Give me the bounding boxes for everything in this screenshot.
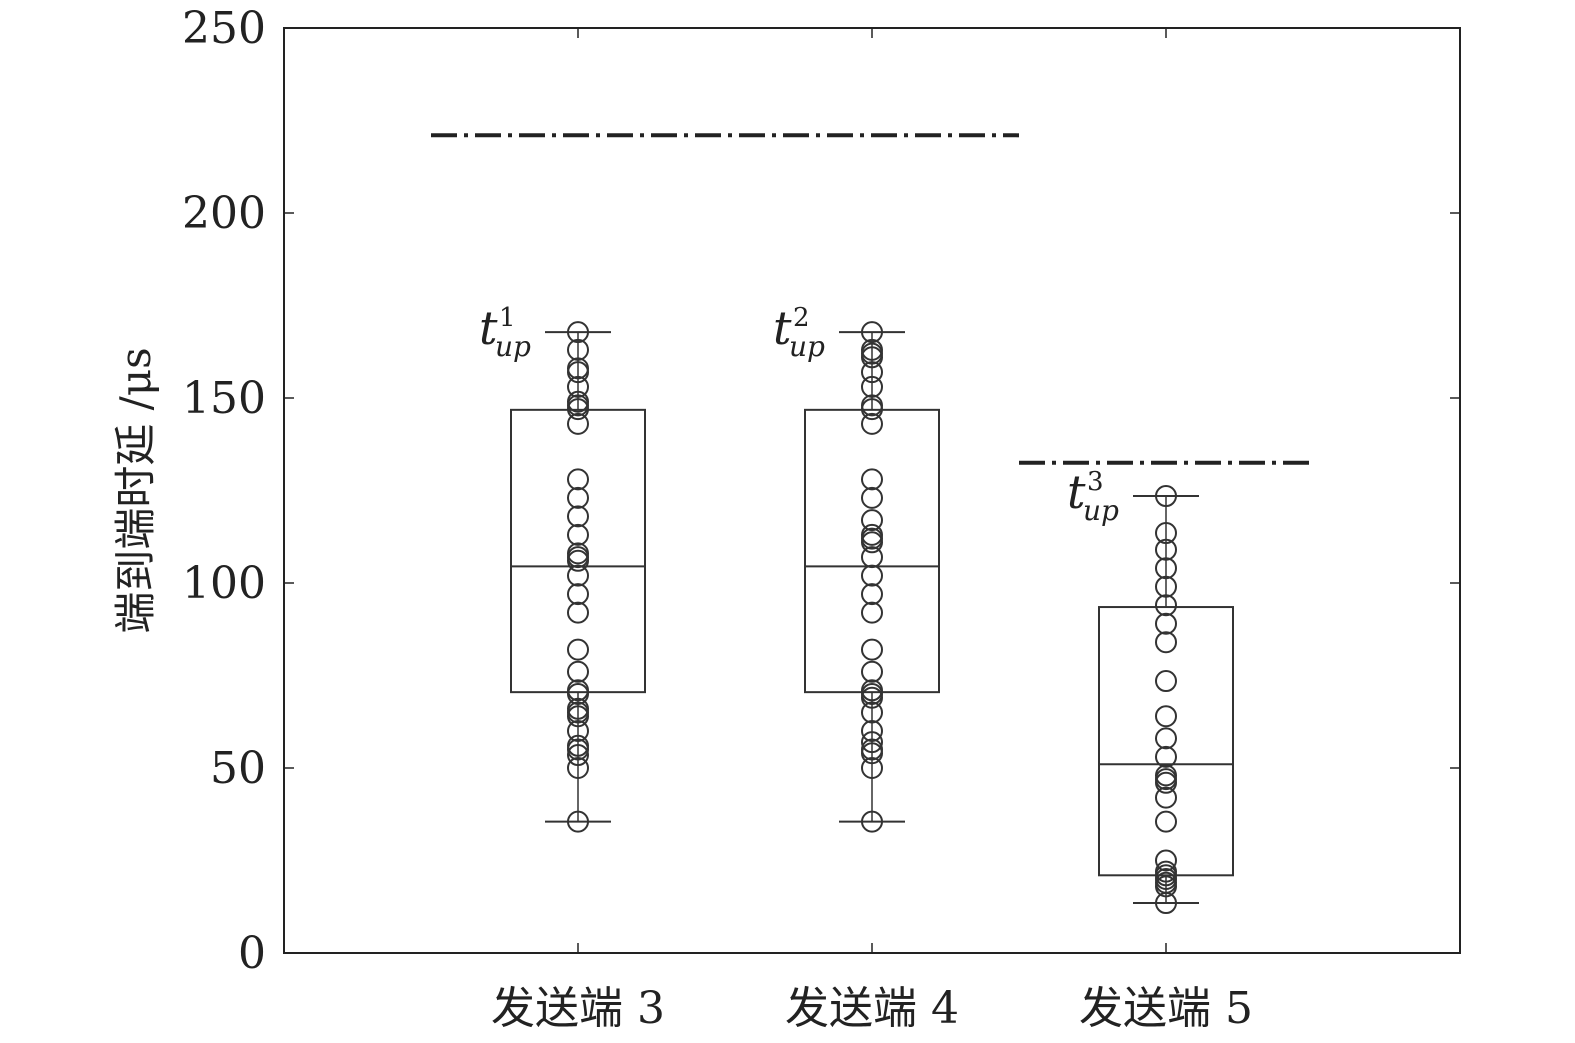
- data-point: [567, 638, 589, 661]
- data-point: [567, 601, 589, 624]
- data-point: [861, 810, 883, 833]
- data-point: [861, 546, 883, 569]
- reference-lines: [431, 133, 1313, 465]
- data-point: [861, 720, 883, 742]
- y-tick-label: 100: [182, 558, 266, 609]
- data-point: [861, 486, 883, 509]
- y-tick-label: 0: [238, 928, 266, 979]
- data-point: [567, 757, 589, 779]
- data-point: [567, 357, 589, 380]
- x-category-label: 发送端 5: [1079, 983, 1253, 1034]
- annotation-superscript: 3: [1087, 467, 1104, 497]
- y-tick-label: 250: [182, 3, 266, 54]
- data-point: [1155, 786, 1177, 809]
- axes-layer: 0 50 100 150 200 250 发送端 3 发送端 4 发送端 5 端到端时延 /μs: [111, 3, 1461, 1034]
- data-point: [861, 638, 883, 661]
- data-point: [861, 601, 883, 624]
- data-point: [861, 660, 883, 683]
- data-point: [567, 486, 589, 509]
- data-point: [1155, 612, 1177, 635]
- box-iqr: [804, 408, 940, 694]
- data-point: [567, 412, 589, 435]
- box-iqr: [1098, 606, 1234, 877]
- data-point: [861, 564, 883, 587]
- data-point: [1155, 764, 1177, 787]
- data-point: [1155, 705, 1177, 728]
- data-point: [567, 720, 589, 742]
- annotation-superscript: 2: [793, 303, 810, 333]
- annotation-base: t: [479, 301, 498, 355]
- data-point: [861, 361, 883, 384]
- data-point: [567, 321, 589, 344]
- data-point: [567, 679, 589, 702]
- data-point: [861, 394, 883, 417]
- data-point: [861, 321, 883, 344]
- data-point: [567, 660, 589, 683]
- data-point: [861, 338, 883, 361]
- y-tick-label: 50: [210, 743, 266, 794]
- annotation-subscript: up: [789, 330, 825, 363]
- data-point: [1155, 485, 1177, 508]
- data-point: [567, 697, 589, 720]
- data-point: [567, 505, 589, 528]
- data-point: [1155, 810, 1177, 833]
- data-point: [1155, 727, 1177, 750]
- data-point: [567, 744, 589, 767]
- y-axis-label: 端到端时延 /μs: [111, 347, 160, 633]
- data-point: [567, 468, 589, 491]
- annotation-superscript: 1: [499, 303, 516, 333]
- annotation-base: t: [773, 301, 792, 355]
- data-point: [1155, 670, 1177, 693]
- data-point: [567, 338, 589, 361]
- data-point: [567, 734, 589, 757]
- x-category-label: 发送端 4: [785, 983, 959, 1034]
- data-point: [1155, 538, 1177, 561]
- data-point: [567, 523, 589, 546]
- data-point: [861, 523, 883, 546]
- data-point: [1155, 557, 1177, 580]
- boxes-layer: [510, 331, 1234, 905]
- annotation-base: t: [1067, 465, 1086, 519]
- data-point: [1155, 860, 1177, 883]
- data-point: [861, 701, 883, 724]
- data-point: [861, 509, 883, 532]
- data-point: [567, 375, 589, 398]
- data-point: [861, 412, 883, 435]
- data-point: [1155, 745, 1177, 768]
- data-point: [1155, 575, 1177, 598]
- data-point: [567, 390, 589, 413]
- data-point: [861, 731, 883, 754]
- data-point: [861, 757, 883, 779]
- data-point: [1155, 849, 1177, 872]
- annotation-subscript: up: [495, 330, 531, 363]
- y-tick-label: 200: [182, 188, 266, 239]
- data-point: [567, 564, 589, 587]
- data-point: [861, 738, 883, 761]
- data-point: [1155, 631, 1177, 654]
- annotation-subscript: up: [1083, 494, 1119, 527]
- data-point: [567, 583, 589, 606]
- data-point: [1155, 594, 1177, 617]
- data-point: [567, 810, 589, 833]
- data-point: [861, 583, 883, 606]
- y-tick-label: 150: [182, 373, 266, 424]
- data-point: [567, 542, 589, 565]
- points-layer: [567, 321, 1177, 915]
- data-point: [861, 468, 883, 491]
- data-point: [861, 679, 883, 702]
- data-point: [861, 375, 883, 398]
- data-point: [1155, 522, 1177, 545]
- x-category-label: 发送端 3: [491, 983, 665, 1034]
